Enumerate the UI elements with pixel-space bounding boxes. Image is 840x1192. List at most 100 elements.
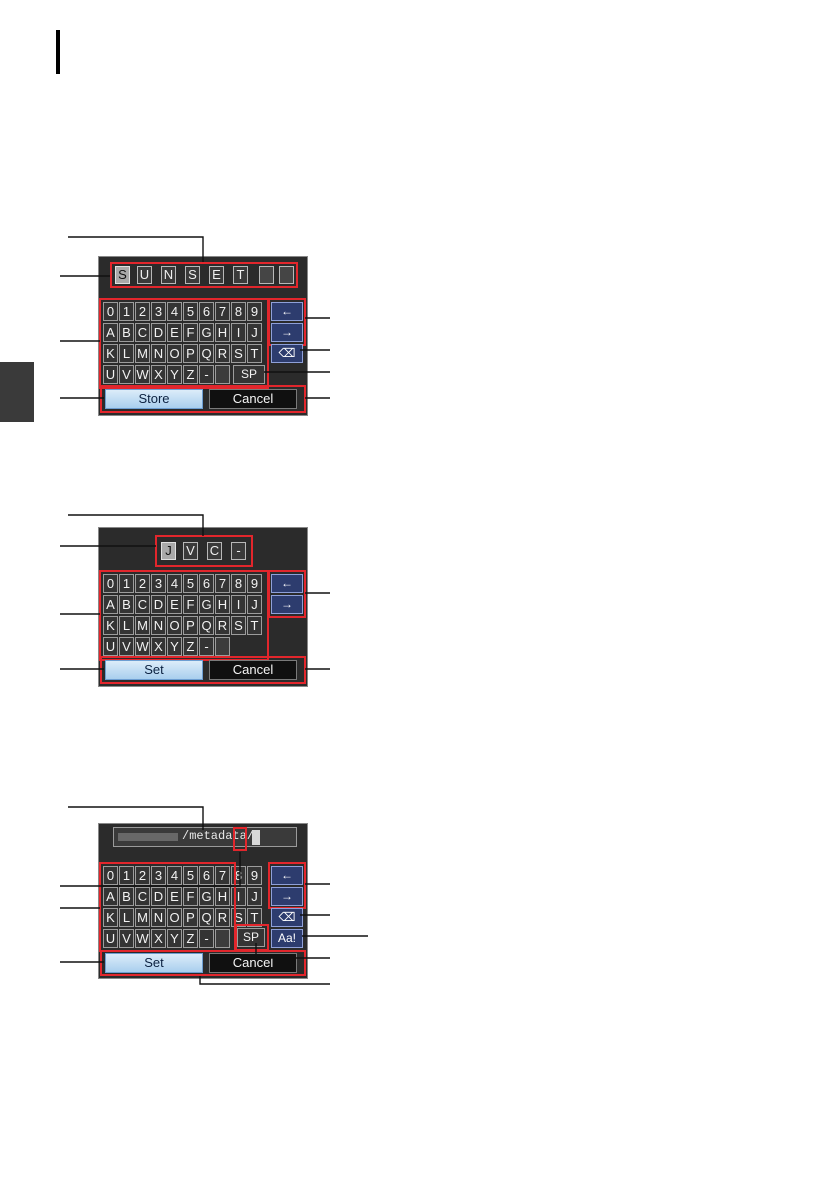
key-u[interactable]: U — [103, 365, 118, 384]
key-g[interactable]: G — [199, 887, 214, 906]
key-i[interactable]: I — [231, 595, 246, 614]
key-3[interactable]: 3 — [151, 302, 166, 321]
char-cell[interactable]: S — [185, 266, 200, 284]
key-c[interactable]: C — [135, 323, 150, 342]
key-5[interactable]: 5 — [183, 302, 198, 321]
key-t[interactable]: T — [247, 908, 262, 927]
key-t[interactable]: T — [247, 616, 262, 635]
path-input[interactable]: /metadata/ — [113, 827, 297, 847]
key-u[interactable]: U — [103, 637, 118, 656]
key-m[interactable]: M — [135, 344, 150, 363]
key-p[interactable]: P — [183, 344, 198, 363]
key-v[interactable]: V — [119, 637, 134, 656]
char-cell[interactable]: E — [209, 266, 224, 284]
cursor-left-button[interactable]: ← — [271, 866, 303, 885]
space-key[interactable]: SP — [237, 928, 265, 947]
char-cell[interactable]: - — [231, 542, 246, 560]
key-l[interactable]: L — [119, 616, 134, 635]
key-v[interactable]: V — [119, 365, 134, 384]
key-s[interactable]: S — [231, 616, 246, 635]
key-b[interactable]: B — [119, 887, 134, 906]
key-1[interactable]: 1 — [119, 302, 134, 321]
key-x[interactable]: X — [151, 637, 166, 656]
key-t[interactable]: T — [247, 344, 262, 363]
key-1[interactable]: 1 — [119, 574, 134, 593]
key-r[interactable]: R — [215, 616, 230, 635]
char-cell[interactable]: V — [183, 542, 198, 560]
set-button[interactable]: Set — [105, 953, 203, 973]
key-7[interactable]: 7 — [215, 866, 230, 885]
key-2[interactable]: 2 — [135, 302, 150, 321]
key-b[interactable]: B — [119, 323, 134, 342]
cursor-right-button[interactable]: → — [271, 595, 303, 614]
key-n[interactable]: N — [151, 344, 166, 363]
key-4[interactable]: 4 — [167, 574, 182, 593]
key-y[interactable]: Y — [167, 637, 182, 656]
char-cell[interactable]: S — [115, 266, 130, 284]
key-l[interactable]: L — [119, 344, 134, 363]
key-m[interactable]: M — [135, 616, 150, 635]
key-d[interactable]: D — [151, 323, 166, 342]
key-blank[interactable] — [215, 365, 230, 384]
cursor-left-button[interactable]: ← — [271, 574, 303, 593]
key-2[interactable]: 2 — [135, 574, 150, 593]
key-o[interactable]: O — [167, 344, 182, 363]
key-c[interactable]: C — [135, 887, 150, 906]
key-x[interactable]: X — [151, 365, 166, 384]
key-j[interactable]: J — [247, 887, 262, 906]
key-c[interactable]: C — [135, 595, 150, 614]
key-w[interactable]: W — [135, 929, 150, 948]
key-e[interactable]: E — [167, 887, 182, 906]
key-x[interactable]: X — [151, 929, 166, 948]
key-z[interactable]: Z — [183, 637, 198, 656]
key-7[interactable]: 7 — [215, 574, 230, 593]
key-k[interactable]: K — [103, 616, 118, 635]
key-0[interactable]: 0 — [103, 574, 118, 593]
key-s[interactable]: S — [231, 344, 246, 363]
char-cell[interactable]: U — [137, 266, 152, 284]
key-2[interactable]: 2 — [135, 866, 150, 885]
char-cell[interactable]: C — [207, 542, 222, 560]
key-dash[interactable]: - — [199, 637, 214, 656]
key-3[interactable]: 3 — [151, 574, 166, 593]
key-q[interactable]: Q — [199, 908, 214, 927]
key-9[interactable]: 9 — [247, 574, 262, 593]
key-9[interactable]: 9 — [247, 866, 262, 885]
key-p[interactable]: P — [183, 908, 198, 927]
cursor-left-button[interactable]: ← — [271, 302, 303, 321]
key-l[interactable]: L — [119, 908, 134, 927]
key-j[interactable]: J — [247, 323, 262, 342]
key-8[interactable]: 8 — [231, 302, 246, 321]
key-8[interactable]: 8 — [231, 574, 246, 593]
key-g[interactable]: G — [199, 595, 214, 614]
key-f[interactable]: F — [183, 595, 198, 614]
key-f[interactable]: F — [183, 887, 198, 906]
backspace-icon[interactable]: ⌫ — [271, 344, 303, 363]
key-q[interactable]: Q — [199, 344, 214, 363]
key-k[interactable]: K — [103, 344, 118, 363]
key-q[interactable]: Q — [199, 616, 214, 635]
key-6[interactable]: 6 — [199, 574, 214, 593]
key-f[interactable]: F — [183, 323, 198, 342]
key-4[interactable]: 4 — [167, 302, 182, 321]
key-d[interactable]: D — [151, 887, 166, 906]
key-g[interactable]: G — [199, 323, 214, 342]
key-blank[interactable] — [215, 637, 230, 656]
cursor-right-button[interactable]: → — [271, 887, 303, 906]
cancel-button[interactable]: Cancel — [209, 389, 297, 409]
key-k[interactable]: K — [103, 908, 118, 927]
key-z[interactable]: Z — [183, 365, 198, 384]
key-dash[interactable]: - — [199, 929, 214, 948]
key-b[interactable]: B — [119, 595, 134, 614]
key-a[interactable]: A — [103, 887, 118, 906]
key-h[interactable]: H — [215, 595, 230, 614]
key-h[interactable]: H — [215, 887, 230, 906]
key-e[interactable]: E — [167, 595, 182, 614]
key-e[interactable]: E — [167, 323, 182, 342]
key-dash[interactable]: - — [199, 365, 214, 384]
space-key[interactable]: SP — [233, 365, 265, 384]
key-p[interactable]: P — [183, 616, 198, 635]
char-cell[interactable]: N — [161, 266, 176, 284]
key-9[interactable]: 9 — [247, 302, 262, 321]
key-o[interactable]: O — [167, 908, 182, 927]
